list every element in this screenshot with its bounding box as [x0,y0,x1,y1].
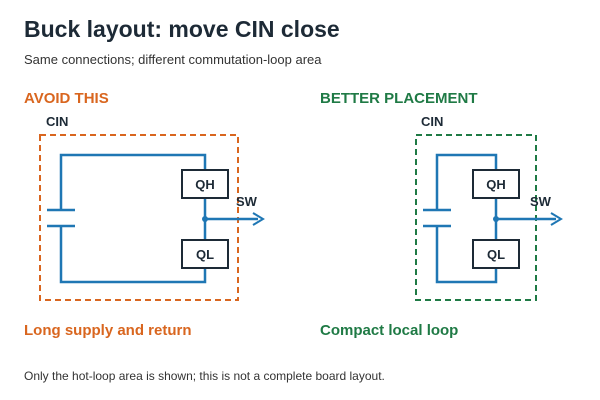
better-ql-switch [472,239,520,269]
better-cin-boundary [415,134,537,301]
avoid-cin-label: CIN [46,114,68,129]
avoid-qh-switch [181,169,229,199]
avoid-caption: Long supply and return [24,322,192,339]
better-ql-label: QL [487,247,505,262]
avoid-sw-arrow-icon [252,212,265,226]
page-title: Buck layout: move CIN close [24,16,340,42]
better-sw-arrow-icon [550,212,563,226]
avoid-sw-label: SW [236,194,258,209]
page-subtitle: Same connections; different commutation-… [24,52,322,67]
avoid-cin-boundary [39,134,239,301]
better-qh-switch [472,169,520,199]
footnote: Only the hot-loop area is shown; this is… [24,369,385,383]
better-caption: Compact local loop [320,322,459,339]
avoid-ql-switch [181,239,229,269]
better-heading: BETTER PLACEMENT [320,90,478,107]
avoid-heading: AVOID THIS [24,90,109,107]
better-cin-label: CIN [421,114,443,129]
avoid-ql-label: QL [196,247,214,262]
avoid-qh-label: QH [195,177,215,192]
better-qh-label: QH [486,177,506,192]
better-sw-label: SW [530,194,552,209]
